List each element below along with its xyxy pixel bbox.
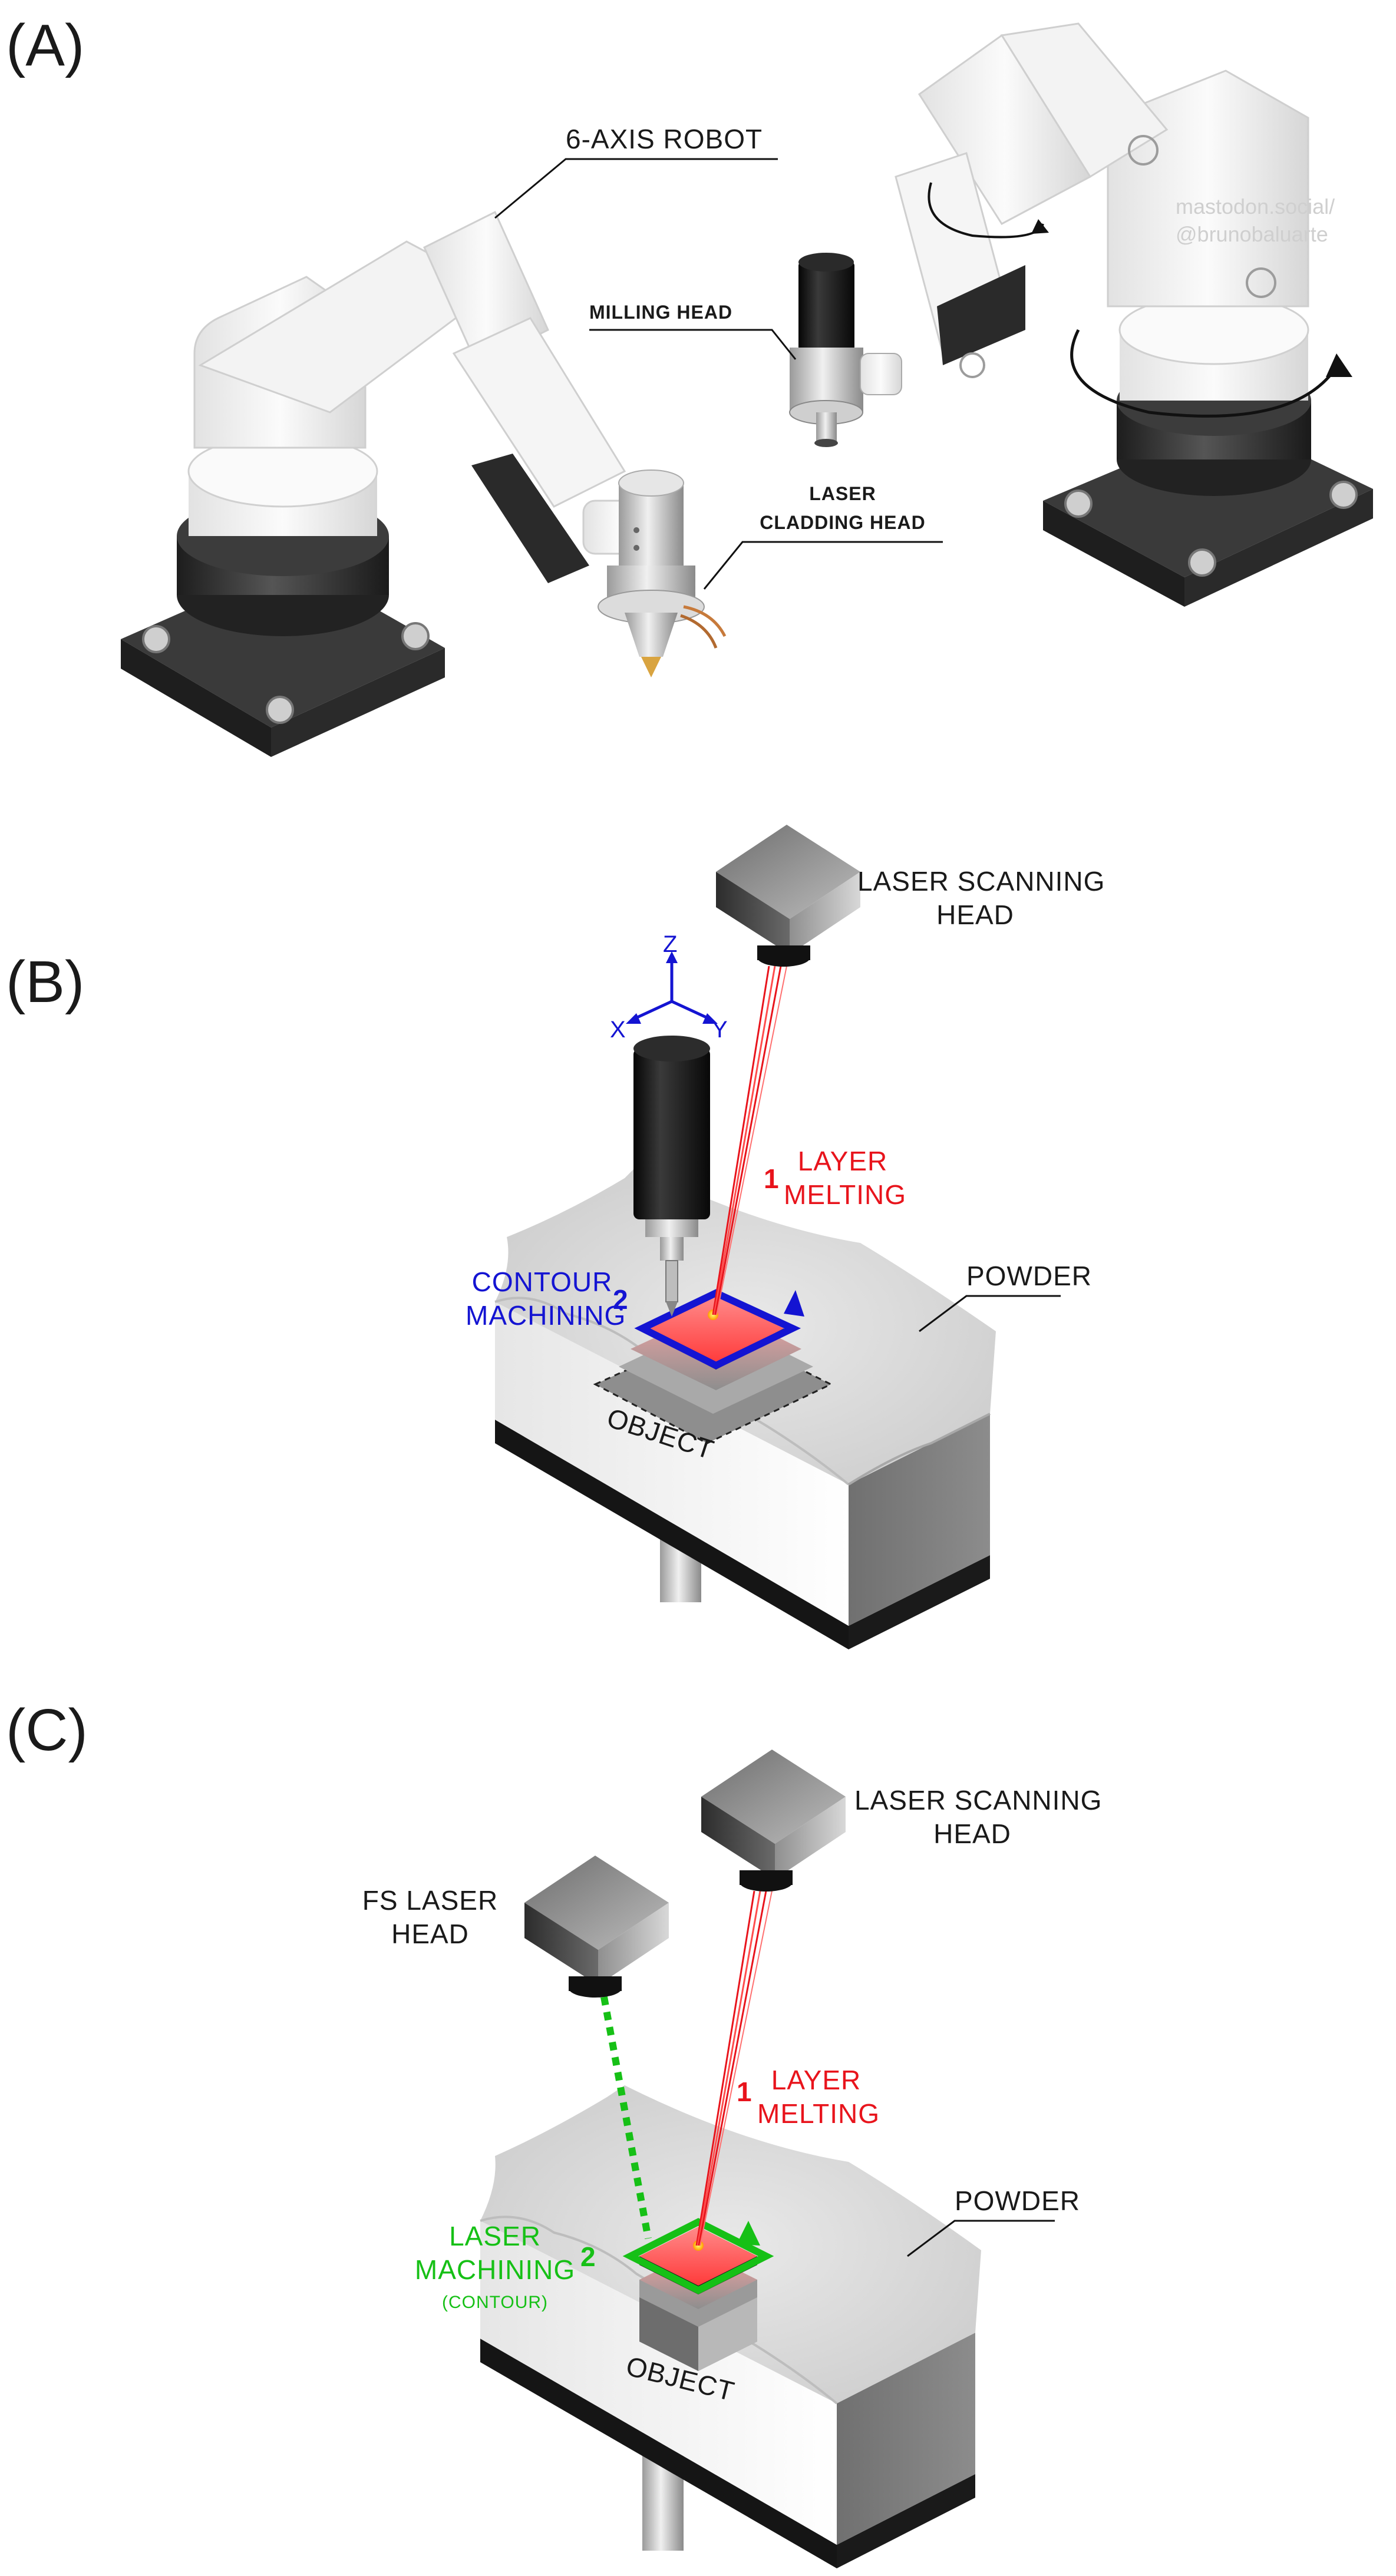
laser-scanning-head-label-c: LASER SCANNING HEAD <box>854 1785 1103 1850</box>
milling-head <box>789 253 902 447</box>
laser-scanning-head-line2-c: HEAD <box>933 1818 1011 1849</box>
step1-number-c: 1 <box>737 2076 752 2107</box>
watermark: mastodon.social/ @brunobaluarte <box>1176 194 1335 247</box>
laser-scanning-head-line1-b: LASER SCANNING <box>857 866 1105 897</box>
laser-machining-label: LASER MACHINING (CONTOUR) <box>412 2221 577 2313</box>
powder-label-c: POWDER <box>955 2185 1080 2216</box>
laser-cladding-head-label: LASER CLADDING HEAD <box>742 483 943 534</box>
axis-z-label: Z <box>663 931 678 957</box>
laser-cladding-label-line2: CLADDING HEAD <box>760 511 926 533</box>
right-robot-arm <box>895 22 1352 418</box>
laser-scanning-head-line1-c: LASER SCANNING <box>854 1785 1103 1816</box>
contour-path-b <box>634 1289 801 1370</box>
contour-machining-label: CONTOUR MACHINING <box>466 1266 626 1331</box>
layer-melting-line2-c: MELTING <box>757 2098 880 2129</box>
laser-cladding-head <box>598 469 727 677</box>
milling-head-label: MILLING HEAD <box>589 302 733 323</box>
laser-scanning-head-c <box>701 1750 846 1892</box>
layer-melting-line1-b: LAYER <box>797 1146 888 1176</box>
watermark-line1: mastodon.social/ <box>1176 194 1335 219</box>
fs-laser-head-line1: FS LASER <box>362 1885 499 1916</box>
panel-c <box>480 1750 1055 2568</box>
laser-scanning-head-line2-b: HEAD <box>936 899 1014 930</box>
laser-beam-c <box>695 1890 773 2246</box>
laser-cladding-label-line1: LASER <box>809 483 876 504</box>
fs-laser-head-line2: HEAD <box>391 1918 469 1949</box>
contour-machining-line2: MACHINING <box>466 1299 626 1331</box>
cladding-head-leader-line <box>703 541 943 590</box>
laser-machining-line3: (CONTOUR) <box>441 2292 549 2312</box>
powder-leader-line-c <box>907 2220 1055 2257</box>
laser-machining-line1: LASER <box>449 2221 541 2251</box>
step2-number-c: 2 <box>580 2241 596 2272</box>
step1-number-b: 1 <box>764 1163 779 1194</box>
powder-leader-line-b <box>919 1295 1061 1332</box>
fs-laser-beam-c <box>600 1996 652 2240</box>
laser-machining-line2: MACHINING <box>414 2254 576 2285</box>
robot-leader-line <box>494 158 778 219</box>
fs-laser-head-c <box>524 1856 669 1998</box>
powder-bed-block-b <box>494 1166 996 1649</box>
watermark-line2: @brunobaluarte <box>1176 222 1328 247</box>
layer-melting-label-c: LAYER MELTING <box>757 2065 880 2129</box>
axis-indicator <box>626 951 718 1024</box>
layer-melting-line2-b: MELTING <box>784 1179 907 1210</box>
panel-a <box>121 22 1373 757</box>
milling-head-leader-line <box>589 329 797 360</box>
fs-laser-head-label: FS LASER HEAD <box>354 1885 507 1950</box>
powder-label-b: POWDER <box>966 1261 1092 1291</box>
laser-beam-b <box>712 965 787 1315</box>
axis-x-label: X <box>610 1017 626 1043</box>
axis-y-label: Y <box>712 1017 728 1043</box>
panel-b-letter: (B) <box>6 949 85 1015</box>
panel-c-letter: (C) <box>6 1697 88 1763</box>
object-stack-c <box>622 2218 774 2371</box>
right-robot-base <box>1043 365 1373 607</box>
panel-a-letter: (A) <box>6 12 85 78</box>
laser-scanning-head-label-b: LASER SCANNING HEAD <box>857 866 1105 931</box>
layer-melting-label-b: LAYER MELTING <box>784 1146 907 1211</box>
contour-machining-line1: CONTOUR <box>471 1266 613 1297</box>
step2-number-b: 2 <box>613 1284 628 1315</box>
milling-spindle-b <box>633 1036 710 1317</box>
contour-path-c <box>622 2218 774 2294</box>
panel-b <box>494 825 1061 1649</box>
robot-label: 6-AXIS ROBOT <box>566 124 763 154</box>
left-robot-arm <box>187 210 655 583</box>
laser-scanning-head-b <box>716 825 860 967</box>
layer-melting-line1-c: LAYER <box>771 2065 862 2095</box>
